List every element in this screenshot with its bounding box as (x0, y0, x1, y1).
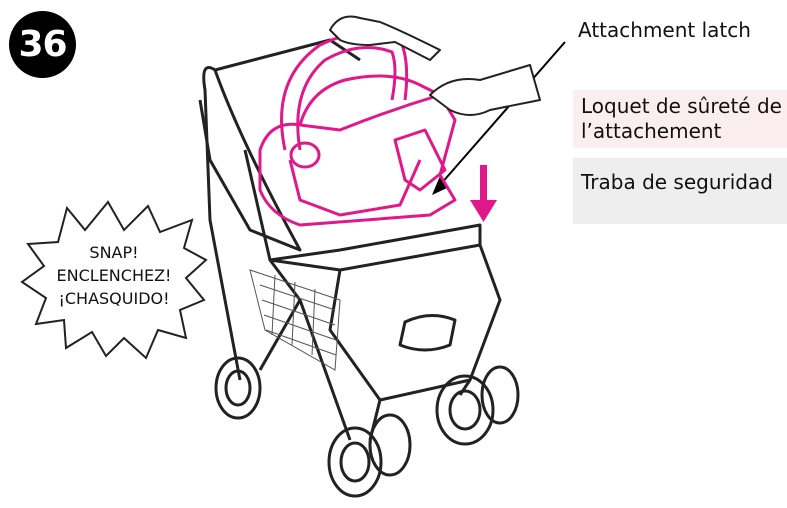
storage-basket (250, 270, 340, 370)
car-seat-handle (282, 34, 407, 167)
snap-line-spanish: ¡CHASQUIDO! (20, 287, 208, 310)
snap-line-french: ENCLENCHEZ! (20, 264, 208, 287)
wheel-front-left (329, 415, 410, 496)
snap-line-english: SNAP! (20, 241, 208, 264)
infant-car-seat (260, 76, 455, 225)
hands (330, 17, 540, 116)
snap-callout: SNAP! ENCLENCHEZ! ¡CHASQUIDO! (20, 200, 208, 360)
wheel-front-right (437, 367, 518, 444)
down-arrow-icon (470, 165, 497, 222)
